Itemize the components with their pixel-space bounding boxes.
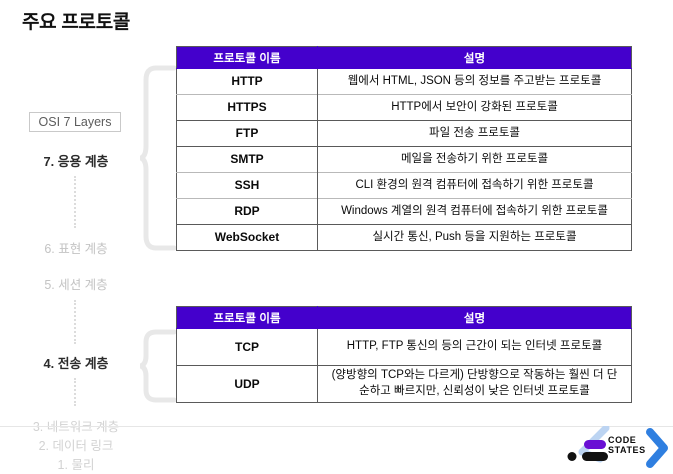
cell-protocol-description: 실시간 통신, Push 등을 지원하는 프로토콜 — [317, 224, 632, 251]
osi-dotted-separator-2 — [74, 300, 78, 344]
table-header-row: 프로토콜 이름 설명 — [176, 46, 632, 69]
cell-protocol-name: SSH — [176, 172, 318, 199]
logo-wordmark: CODE STATES — [608, 435, 646, 455]
table-row: SSH CLI 환경의 원격 컴퓨터에 접속하기 위한 프로토콜 — [176, 172, 632, 199]
table-row: SMTP 메일을 전송하기 위한 프로토콜 — [176, 146, 632, 173]
brace-transport-layer — [140, 328, 176, 404]
cell-protocol-name: HTTPS — [176, 94, 318, 121]
osi-layer-7: 7. 응용 계층 — [43, 154, 109, 169]
cell-protocol-description: HTTP, FTP 통신의 등의 근간이 되는 인터넷 프로토콜 — [317, 328, 632, 366]
cell-protocol-name: WebSocket — [176, 224, 318, 251]
osi-layer-4: 4. 전송 계층 — [43, 356, 109, 371]
osi-layer-3: 3. 네트워크 계층 — [32, 420, 120, 434]
cell-protocol-name: TCP — [176, 328, 318, 366]
column-header-protocol-name: 프로토콜 이름 — [176, 46, 318, 69]
osi-layer-6: 6. 표현 계층 — [44, 242, 108, 256]
page-title: 주요 프로토콜 — [22, 12, 131, 33]
footer-divider — [0, 426, 673, 427]
logo-wordmark-line2: STATES — [608, 445, 646, 455]
brace-application-layer — [140, 64, 176, 252]
column-header-description: 설명 — [317, 46, 632, 69]
table-row: HTTPS HTTP에서 보안이 강화된 프로토콜 — [176, 94, 632, 121]
cell-protocol-description: 웹에서 HTML, JSON 등의 정보를 주고받는 프로토콜 — [317, 68, 632, 95]
osi-layer-5: 5. 세션 계층 — [44, 278, 108, 292]
cell-protocol-description: CLI 환경의 원격 컴퓨터에 접속하기 위한 프로토콜 — [317, 172, 632, 199]
table-header-row: 프로토콜 이름 설명 — [176, 306, 632, 329]
cell-protocol-name: RDP — [176, 198, 318, 225]
cell-protocol-name: SMTP — [176, 146, 318, 173]
cell-protocol-description: (양방향의 TCP와는 다르게) 단방향으로 작동하는 훨씬 더 단순하고 빠르… — [317, 365, 632, 403]
table-row: TCP HTTP, FTP 통신의 등의 근간이 되는 인터넷 프로토콜 — [176, 328, 632, 366]
cell-protocol-description: 파일 전송 프로토콜 — [317, 120, 632, 147]
table-row: WebSocket 실시간 통신, Push 등을 지원하는 프로토콜 — [176, 224, 632, 251]
cell-protocol-name: HTTP — [176, 68, 318, 95]
protocol-table-transport: 프로토콜 이름 설명 TCP HTTP, FTP 통신의 등의 근간이 되는 인… — [176, 306, 632, 403]
logo-wordmark-line1: CODE — [608, 435, 637, 445]
table-row: UDP (양방향의 TCP와는 다르게) 단방향으로 작동하는 훨씬 더 단순하… — [176, 365, 632, 403]
osi-dotted-separator-1 — [74, 176, 78, 228]
table-row: HTTP 웹에서 HTML, JSON 등의 정보를 주고받는 프로토콜 — [176, 68, 632, 95]
cell-protocol-name: UDP — [176, 365, 318, 403]
column-header-protocol-name: 프로토콜 이름 — [176, 306, 318, 329]
codestates-logo: CODE STATES — [562, 426, 670, 472]
logo-mark-icon — [567, 426, 668, 468]
cell-protocol-name: FTP — [176, 120, 318, 147]
cell-protocol-description: Windows 계열의 원격 컴퓨터에 접속하기 위한 프로토콜 — [317, 198, 632, 225]
osi-layers-chip: OSI 7 Layers — [29, 112, 121, 132]
protocol-table-application: 프로토콜 이름 설명 HTTP 웹에서 HTML, JSON 등의 정보를 주고… — [176, 46, 632, 251]
column-header-description: 설명 — [317, 306, 632, 329]
cell-protocol-description: 메일을 전송하기 위한 프로토콜 — [317, 146, 632, 173]
table-row: FTP 파일 전송 프로토콜 — [176, 120, 632, 147]
osi-layer-1: 1. 물리 — [57, 458, 95, 472]
osi-dotted-separator-3 — [74, 378, 78, 406]
osi-layer-2: 2. 데이터 링크 — [38, 439, 114, 453]
cell-protocol-description: HTTP에서 보안이 강화된 프로토콜 — [317, 94, 632, 121]
table-row: RDP Windows 계열의 원격 컴퓨터에 접속하기 위한 프로토콜 — [176, 198, 632, 225]
